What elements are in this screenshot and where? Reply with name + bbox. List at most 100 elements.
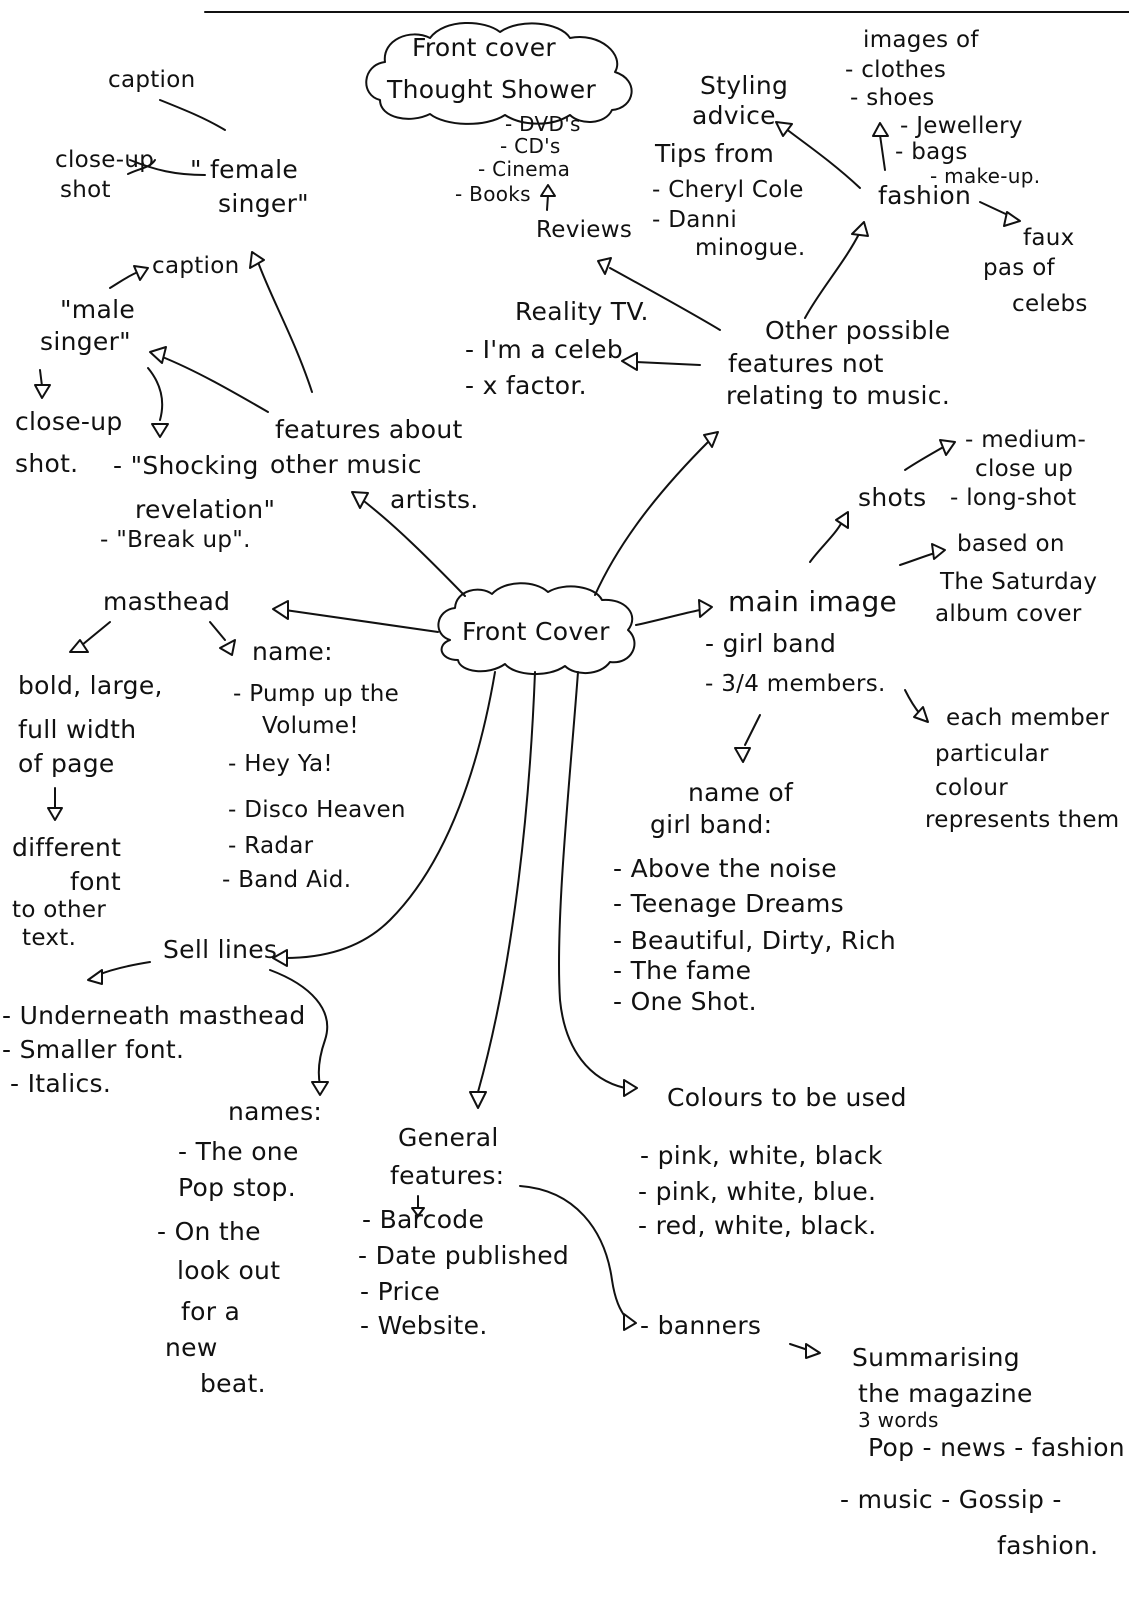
thought-shower-title-2: Thought Shower (387, 75, 597, 104)
male-singer-label-1: "male (60, 295, 135, 324)
thought-shower-item: - DVD's (505, 112, 581, 136)
thought-shower-cloud (365, 22, 633, 125)
male-shot: shot. (15, 449, 79, 478)
styling-label-2: advice (692, 101, 776, 130)
faux-pas-3: celebs (1012, 291, 1088, 317)
main-image-item: - girl band (705, 629, 837, 658)
reviews-label: Reviews (536, 217, 633, 243)
each-member-4: represents them (925, 807, 1120, 833)
colours-title: Colours to be used (667, 1083, 907, 1112)
shots-item: - medium- (965, 427, 1087, 453)
masthead-name: - Pump up the (233, 681, 400, 707)
sell-name: - On the (157, 1217, 261, 1246)
faux-pas-2: pas of (983, 255, 1055, 281)
banners-line: fashion. (997, 1531, 1099, 1560)
general-item: - Price (360, 1277, 441, 1306)
features-artists-3: artists. (390, 485, 479, 514)
images-more: - Jewellery (900, 113, 1023, 139)
break-up-label: - "Break up". (100, 527, 251, 553)
sell-name: - The one (178, 1137, 299, 1166)
tips-name: minogue. (695, 235, 806, 261)
sell-lines-item: - Smaller font. (2, 1035, 185, 1064)
thought-shower-item: - Books (455, 182, 531, 206)
other-features-2: features not (728, 349, 884, 378)
caption-male: caption (152, 253, 240, 279)
tips-name: - Danni (652, 207, 738, 233)
sell-name: look out (177, 1256, 281, 1285)
each-member-1: each member (946, 705, 1110, 731)
female-close-up: close-up (55, 147, 155, 173)
masthead-label: masthead (103, 587, 231, 616)
shocking-label-2: revelation" (135, 495, 276, 524)
sell-name: new (165, 1333, 218, 1362)
thought-shower-item: - CD's (500, 134, 561, 158)
female-shot: shot (60, 177, 111, 203)
colours-item: - pink, white, black (640, 1141, 883, 1170)
different-font-2: font (70, 867, 121, 896)
general-item: - Barcode (362, 1205, 485, 1234)
banners-line: - music - Gossip - (840, 1485, 1062, 1514)
banners-summary-1: Summarising (852, 1343, 1020, 1372)
based-on-2: The Saturday (940, 569, 1098, 595)
sell-lines-item: - Underneath masthead (2, 1001, 306, 1030)
girl-band-name: - The fame (613, 956, 752, 985)
masthead-name-title: name: (252, 637, 333, 666)
tips-label: Tips from (655, 139, 775, 168)
images-more: - make-up. (930, 164, 1041, 188)
girl-band-name: - Above the noise (613, 854, 837, 883)
masthead-style-2: full width (18, 715, 137, 744)
shots-label: shots (858, 483, 927, 512)
reality-item: - x factor. (465, 371, 587, 400)
features-artists-2: other music (270, 450, 422, 479)
female-singer-label-2: singer" (218, 189, 309, 218)
reality-item: - I'm a celeb (465, 335, 624, 364)
masthead-style-1: bold, large, (18, 671, 163, 700)
sell-names-title: names: (228, 1097, 323, 1126)
features-artists-1: features about (275, 415, 463, 444)
main-image-item: - 3/4 members. (705, 671, 886, 697)
masthead-name: - Disco Heaven (228, 797, 406, 823)
male-close-up: close-up (15, 407, 123, 436)
banners-label: - banners (640, 1311, 762, 1340)
caption-female: caption (108, 67, 196, 93)
masthead-name: - Hey Ya! (228, 751, 333, 777)
girl-band-title-1: name of (688, 778, 794, 807)
sell-name: for a (181, 1297, 241, 1326)
general-item: - Date published (358, 1241, 570, 1270)
girl-band-name: - Teenage Dreams (613, 889, 844, 918)
masthead-name: Volume! (262, 713, 359, 739)
different-font-1: different (12, 833, 122, 862)
sell-name: Pop stop. (178, 1173, 296, 1202)
thought-shower-title-1: Front cover (412, 33, 556, 62)
masthead-name: - Radar (228, 833, 314, 859)
colours-item: - pink, white, blue. (638, 1177, 877, 1206)
front-cover-cloud (437, 582, 636, 676)
shots-item: close up (975, 456, 1074, 482)
based-on-3: album cover (935, 601, 1082, 627)
fashion-label: fashion (878, 181, 972, 210)
each-member-3: colour (935, 775, 1009, 801)
different-font-4: text. (22, 925, 77, 951)
sell-lines-item: - Italics. (10, 1069, 112, 1098)
general-title-2: features: (390, 1161, 505, 1190)
main-image-label: main image (728, 585, 898, 618)
reality-label: Reality TV. (515, 297, 649, 326)
shots-item: - long-shot (950, 485, 1077, 511)
girl-band-name: - One Shot. (613, 987, 757, 1016)
based-on-1: based on (957, 531, 1065, 557)
general-title-1: General (398, 1123, 499, 1152)
images-of-3: - shoes (850, 85, 935, 111)
banners-line: Pop - news - fashion (868, 1433, 1125, 1462)
girl-band-title-2: girl band: (650, 810, 773, 839)
colours-item: - red, white, black. (638, 1211, 877, 1240)
other-features-1: Other possible (765, 316, 951, 345)
general-item: - Website. (360, 1311, 488, 1340)
masthead-style-3: of page (18, 749, 115, 778)
images-of-1: images of (863, 27, 979, 53)
masthead-name: - Band Aid. (222, 867, 352, 893)
front-cover-center: Front Cover (462, 617, 610, 646)
banners-words: 3 words (858, 1408, 939, 1432)
faux-pas-1: faux (1023, 225, 1075, 251)
banners-summary-2: the magazine (858, 1379, 1033, 1408)
